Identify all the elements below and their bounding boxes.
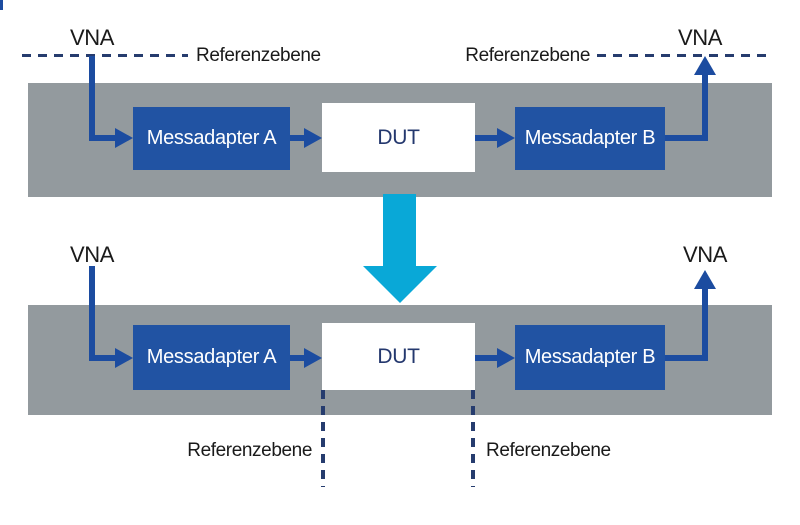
- top-arrow-b-vna-horizontal: [665, 135, 708, 141]
- bottom-arrow-vna-a-head-icon: [115, 348, 133, 368]
- top-arrow-vna-a-head-icon: [115, 128, 133, 148]
- top-adapter-a-label: Messadapter A: [146, 127, 277, 149]
- top-arrow-vna-a-horizontal: [89, 135, 115, 141]
- top-reference-plane-label-left: Referenzebene: [196, 45, 321, 66]
- top-vna-right-label: VNA: [677, 25, 723, 50]
- top-arrow-vna-a-vertical: [89, 56, 95, 141]
- bottom-adapter-b-label: Messadapter B: [524, 346, 656, 368]
- top-arrow-dut-b-line: [475, 135, 498, 141]
- corner-mark: [0, 0, 3, 10]
- bottom-dut-box: DUT: [322, 323, 475, 390]
- bottom-arrow-b-vna-vertical: [702, 287, 708, 361]
- top-arrow-a-dut-head-icon: [304, 128, 322, 148]
- bottom-arrow-b-vna-head-icon: [694, 270, 716, 289]
- top-vna-left-label: VNA: [69, 25, 115, 50]
- bottom-arrow-b-vna-horizontal: [665, 355, 708, 361]
- bottom-adapter-a-label: Messadapter A: [146, 346, 277, 368]
- top-arrow-b-vna-vertical: [702, 73, 708, 141]
- bottom-vna-right-label: VNA: [682, 242, 728, 267]
- top-reference-plane-line-left: [22, 54, 188, 57]
- top-arrow-b-vna-head-icon: [694, 56, 716, 75]
- bottom-dut-label: DUT: [377, 344, 420, 368]
- bottom-reference-plane-line-right: [471, 390, 475, 487]
- top-arrow-a-dut-line: [290, 135, 305, 141]
- bottom-vna-left-label: VNA: [69, 242, 115, 267]
- bottom-reference-plane-label-right: Referenzebene: [486, 440, 611, 461]
- top-adapter-a-box: Messadapter A: [133, 107, 290, 170]
- bottom-adapter-b-box: Messadapter B: [515, 325, 665, 390]
- bottom-arrow-vna-a-horizontal: [89, 355, 115, 361]
- bottom-reference-plane-line-left: [321, 390, 325, 487]
- down-arrow-icon: [383, 194, 416, 266]
- top-adapter-b-box: Messadapter B: [515, 107, 665, 170]
- bottom-arrow-a-dut-head-icon: [304, 348, 322, 368]
- top-reference-plane-line-right: [597, 54, 772, 57]
- bottom-arrow-a-dut-line: [290, 355, 305, 361]
- bottom-arrow-vna-a-vertical: [89, 266, 95, 361]
- top-adapter-b-label: Messadapter B: [524, 127, 656, 149]
- top-reference-plane-label-right: Referenzebene: [465, 45, 590, 66]
- top-dut-label: DUT: [377, 125, 420, 149]
- down-arrow-head-icon: [363, 266, 437, 303]
- bottom-arrow-dut-b-head-icon: [497, 348, 515, 368]
- bottom-reference-plane-label-left: Referenzebene: [187, 440, 312, 461]
- top-dut-box: DUT: [322, 103, 475, 172]
- bottom-arrow-dut-b-line: [475, 355, 498, 361]
- bottom-adapter-a-box: Messadapter A: [133, 325, 290, 390]
- top-arrow-dut-b-head-icon: [497, 128, 515, 148]
